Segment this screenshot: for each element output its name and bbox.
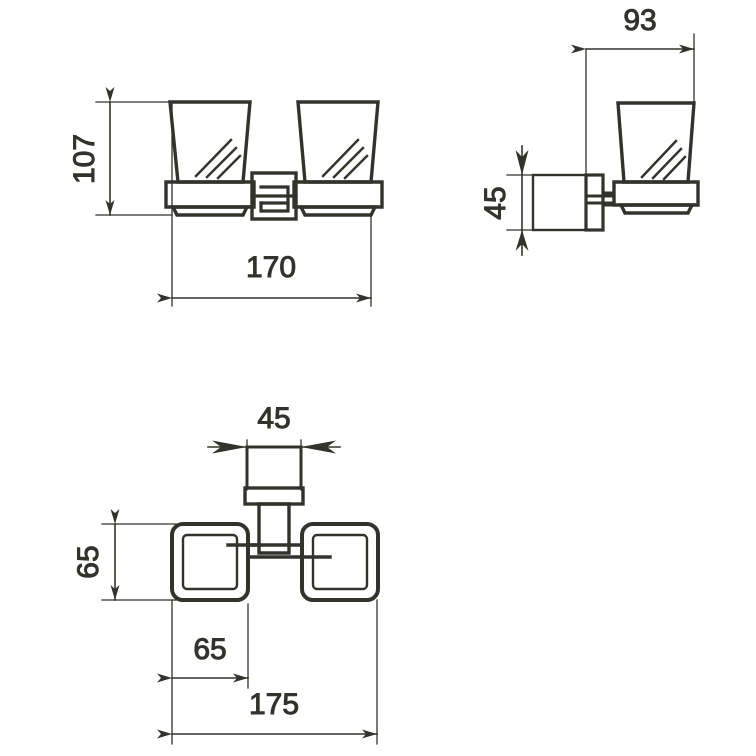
dim-label-side-projection: 93 [623,4,656,37]
dim-side-plate-height [515,145,529,256]
dim-label-side-plate-height: 45 [479,186,512,219]
plan-extension-lines [101,439,378,745]
glass-highlight-icon [321,138,369,180]
glass-highlight-icon [194,138,242,180]
top-plan-view: 45 65 65 175 [72,402,380,745]
plan-right-ring [300,522,380,602]
front-right-holder [292,180,384,217]
dim-plan-plate-width [207,440,341,454]
dim-label-plan-overall-width: 175 [249,688,299,721]
plan-left-ring [170,522,250,602]
side-extension-lines [506,33,695,231]
dim-label-front-height: 107 [68,134,101,184]
dim-label-front-width: 170 [246,251,296,284]
glass-highlight-icon [640,139,687,181]
side-elevation-view: 93 45 [479,4,700,256]
front-right-glass [296,100,380,184]
plan-arm [226,502,332,559]
front-extension-lines [95,101,372,307]
dim-label-plan-ring-depth: 65 [72,545,105,578]
dim-label-plan-ring-width: 65 [193,633,226,666]
front-elevation-view: 107 170 [68,87,384,307]
front-left-glass [168,100,252,184]
side-holder [612,180,700,215]
plan-wall-plate [243,445,305,506]
dim-label-plan-plate-width: 45 [257,402,290,435]
side-arm [584,191,616,207]
front-left-holder [164,180,256,217]
side-glass [616,101,696,184]
front-centre-bracket [250,171,298,221]
